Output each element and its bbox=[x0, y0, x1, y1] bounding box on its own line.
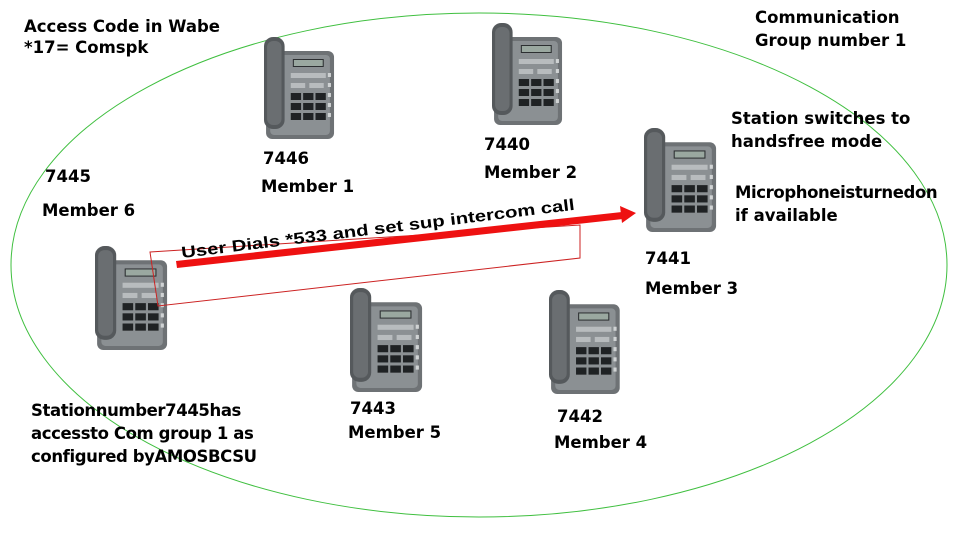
station-7441-member: Member 3 bbox=[645, 279, 739, 298]
caller-note-line3: configured byAMOSBCSU bbox=[31, 447, 257, 466]
access-code-note: Access Code in Wabe *17= Comspk bbox=[24, 16, 220, 58]
station-7445-number: 7445 bbox=[45, 167, 91, 186]
handsfree-line2: handsfree mode bbox=[731, 132, 883, 151]
handsfree-note: Station switches to handsfree mode bbox=[731, 107, 910, 153]
station-7446-number: 7446 bbox=[263, 149, 309, 168]
station-7440-member: Member 2 bbox=[484, 163, 578, 182]
access-code-line: Access Code in Wabe bbox=[24, 17, 220, 36]
station-7443-number: 7443 bbox=[350, 399, 396, 418]
group-title-line2: Group number 1 bbox=[755, 31, 907, 50]
station-7446-member: Member 1 bbox=[261, 177, 355, 196]
caller-station-note: Stationnumber7445has accessto Com group … bbox=[31, 399, 257, 468]
group-title: Communication Group number 1 bbox=[755, 6, 906, 52]
intercom-call-arrow bbox=[176, 212, 623, 268]
station-7440-number: 7440 bbox=[484, 135, 530, 154]
handsfree-line1: Station switches to bbox=[731, 109, 911, 128]
desk-telephone-icon bbox=[350, 288, 423, 393]
communication-group-ellipse bbox=[10, 12, 948, 518]
desk-telephone-icon bbox=[549, 290, 620, 395]
access-code-value: *17= Comspk bbox=[24, 38, 149, 57]
caller-note-line1: Stationnumber7445has bbox=[31, 401, 241, 420]
station-7441-number: 7441 bbox=[645, 249, 691, 268]
station-7445-member: Member 6 bbox=[42, 201, 136, 220]
caller-note-line2: accessto Com group 1 as bbox=[31, 424, 254, 443]
microphone-note: Microphoneisturnedon if available bbox=[735, 181, 938, 227]
group-title-line1: Communication bbox=[755, 8, 900, 27]
intercom-call-arrowhead bbox=[620, 206, 636, 223]
station-7442-member: Member 4 bbox=[554, 433, 648, 452]
desk-telephone-icon bbox=[95, 246, 168, 351]
desk-telephone-icon bbox=[644, 128, 717, 233]
desk-telephone-icon bbox=[492, 23, 563, 125]
desk-telephone-icon bbox=[264, 37, 335, 139]
microphone-line2: if available bbox=[735, 206, 838, 225]
microphone-line1: Microphoneisturnedon bbox=[735, 183, 938, 202]
station-7443-member: Member 5 bbox=[348, 423, 442, 442]
station-7442-number: 7442 bbox=[557, 407, 603, 426]
